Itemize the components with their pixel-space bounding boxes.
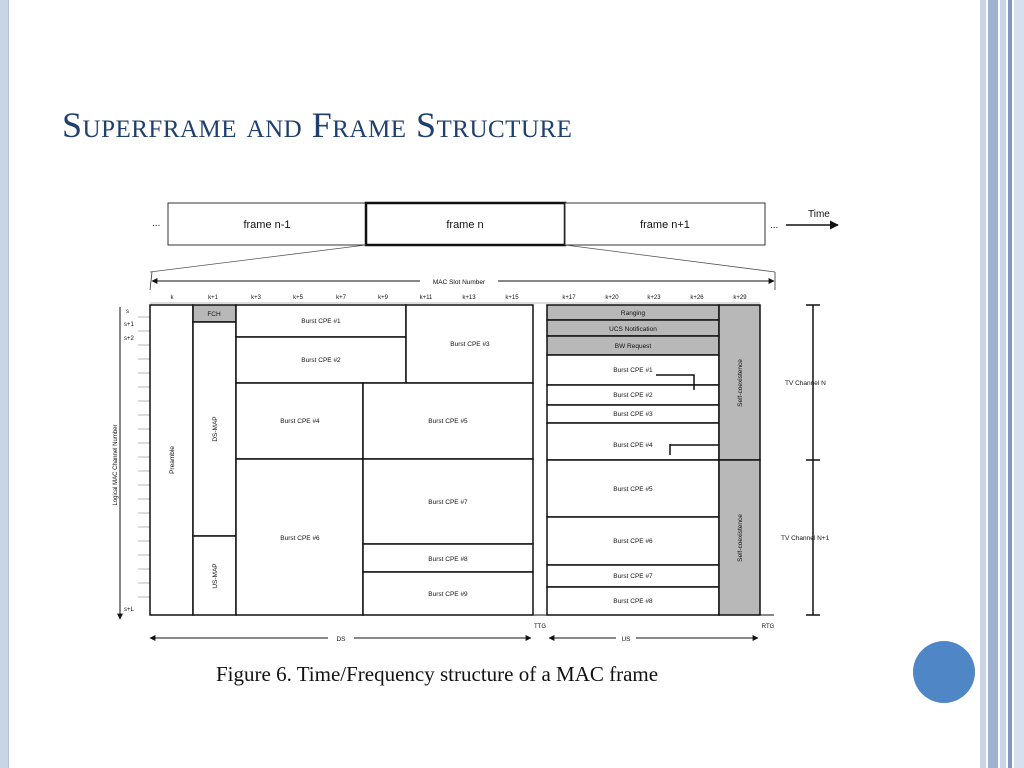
svg-text:k+15: k+15 (505, 295, 519, 301)
svg-text:Burst CPE #2: Burst CPE #2 (301, 357, 341, 364)
svg-text:k+7: k+7 (336, 295, 347, 301)
frame-current-label: frame n (446, 219, 483, 231)
svg-text:k+26: k+26 (690, 295, 704, 301)
svg-text:Burst CPE #4: Burst CPE #4 (280, 418, 320, 425)
ucs-notification-label: UCS Notification (609, 326, 657, 333)
svg-text:Burst CPE #6: Burst CPE #6 (613, 538, 653, 545)
ds-subframe (149, 304, 534, 616)
svg-text:Burst CPE #1: Burst CPE #1 (613, 367, 653, 374)
logical-axis-label: Logical MAC Channel Number (113, 424, 119, 505)
right-border-stripes (980, 0, 1024, 768)
bw-request-label: BW Request (615, 343, 652, 350)
frame-strip: ... frame n-1 frame n frame n+1 ... Time (152, 201, 839, 247)
svg-text:Burst CPE #8: Burst CPE #8 (428, 556, 468, 563)
tv-channel-brackets (806, 304, 820, 616)
us-label: US (621, 636, 631, 643)
fch-label: FCH (207, 311, 221, 318)
svg-text:s+1: s+1 (124, 322, 135, 328)
svg-text:Burst CPE #6: Burst CPE #6 (280, 535, 320, 542)
svg-text:Burst CPE #2: Burst CPE #2 (613, 392, 653, 399)
mac-frame-diagram: ... frame n-1 frame n frame n+1 ... Time… (113, 201, 839, 643)
svg-text:k+5: k+5 (293, 295, 304, 301)
svg-text:s: s (126, 309, 129, 315)
svg-text:k+3: k+3 (251, 295, 262, 301)
slot-labels: k k+1 k+3 k+5 k+7 k+9 k+11 k+13 k+15 k+1… (171, 295, 748, 301)
svg-text:k: k (171, 295, 175, 301)
tv-channel-n-label: TV Channel N (785, 380, 826, 387)
svg-text:k+17: k+17 (562, 295, 576, 301)
svg-text:Burst CPE #7: Burst CPE #7 (428, 499, 468, 506)
frame-next-label: frame n+1 (640, 219, 690, 231)
svg-text:Burst CPE #5: Burst CPE #5 (428, 418, 468, 425)
left-border-bar (0, 0, 9, 768)
svg-text:Burst CPE #5: Burst CPE #5 (613, 486, 653, 493)
svg-text:Burst CPE #4: Burst CPE #4 (613, 442, 653, 449)
mac-slot-number-label: MAC Slot Number (433, 279, 486, 286)
frame-current-box (364, 201, 567, 247)
self-coexistence-label-2: Self-coexistence (737, 514, 744, 562)
us-labels: Ranging UCS Notification BW Request Burs… (609, 310, 744, 605)
svg-text:s+2: s+2 (124, 336, 135, 342)
svg-text:k+1: k+1 (208, 295, 219, 301)
ttg-label: TTG (534, 624, 546, 630)
ds-labels: Preamble FCH DS-MAP US-MAP Burst CPE #1 … (169, 311, 490, 598)
svg-text:Burst CPE #3: Burst CPE #3 (613, 411, 653, 418)
time-label: Time (808, 209, 830, 220)
channel-labels: s s+1 s+2 s+L (124, 309, 135, 613)
ranging-label: Ranging (621, 310, 646, 317)
svg-text:k+13: k+13 (462, 295, 476, 301)
svg-text:k+11: k+11 (420, 295, 433, 301)
svg-text:Burst CPE #7: Burst CPE #7 (613, 573, 653, 580)
dots-right: ... (770, 220, 778, 231)
frame-prev-label: frame n-1 (243, 219, 290, 231)
dots-left: ... (152, 218, 160, 229)
self-coexistence-label-1: Self-coexistence (737, 359, 744, 407)
tv-channel-n1-label: TV Channel N+1 (781, 535, 830, 542)
svg-text:Burst CPE #3: Burst CPE #3 (450, 341, 490, 348)
ds-map-label: DS-MAP (212, 416, 219, 441)
ds-label: DS (336, 636, 346, 643)
svg-text:Burst CPE #8: Burst CPE #8 (613, 598, 653, 605)
svg-text:k+9: k+9 (378, 295, 389, 301)
svg-text:k+29: k+29 (733, 295, 747, 301)
preamble-label: Preamble (169, 446, 176, 474)
slide-title: Superframe and Frame Structure (62, 105, 573, 145)
us-map-label: US-MAP (212, 563, 219, 588)
svg-text:k+20: k+20 (605, 295, 619, 301)
decorative-circle (913, 641, 975, 703)
svg-text:Burst CPE #9: Burst CPE #9 (428, 591, 468, 598)
us-subframe (546, 304, 761, 616)
svg-text:s+L: s+L (124, 607, 135, 613)
svg-text:k+23: k+23 (647, 295, 661, 301)
figure-caption: Figure 6. Time/Frequency structure of a … (216, 662, 659, 686)
svg-text:Burst CPE #1: Burst CPE #1 (301, 318, 341, 325)
rtg-label: RTG (762, 624, 775, 630)
